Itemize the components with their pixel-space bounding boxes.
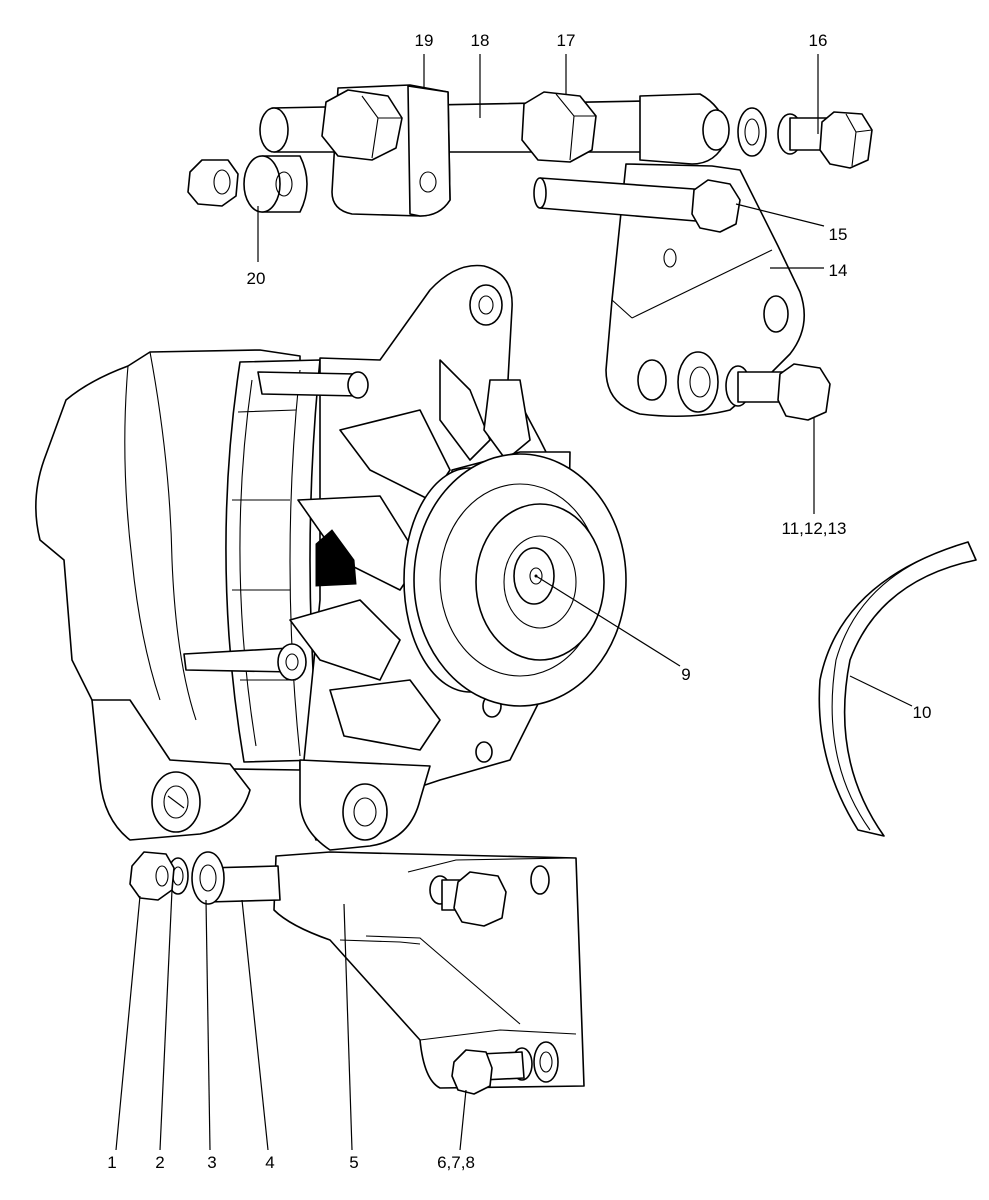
mounting-bracket-assembly (533, 163, 831, 421)
label-20: 20 (247, 269, 266, 288)
label-17: 17 (557, 31, 576, 50)
drive-belt (818, 541, 977, 837)
label-15: 15 (829, 225, 848, 244)
label-14: 14 (829, 261, 848, 280)
label-16: 16 (809, 31, 828, 50)
label-11-12-13: 11,12,13 (782, 519, 847, 538)
leader-lines (115, 54, 913, 1151)
lower-link-assembly (129, 851, 585, 1095)
label-3: 3 (207, 1153, 216, 1172)
label-4: 4 (265, 1153, 274, 1172)
pulley (403, 451, 627, 707)
label-1: 1 (107, 1153, 116, 1172)
label-19: 19 (415, 31, 434, 50)
adjusting-link-assembly (187, 84, 873, 217)
label-5: 5 (349, 1153, 358, 1172)
label-2: 2 (155, 1153, 164, 1172)
part-labels: 19 18 17 16 15 14 20 11,12,13 9 10 1 2 3… (107, 31, 931, 1172)
label-18: 18 (471, 31, 490, 50)
label-10: 10 (913, 703, 932, 722)
label-9: 9 (681, 665, 690, 684)
label-6-7-8: 6,7,8 (437, 1153, 475, 1172)
